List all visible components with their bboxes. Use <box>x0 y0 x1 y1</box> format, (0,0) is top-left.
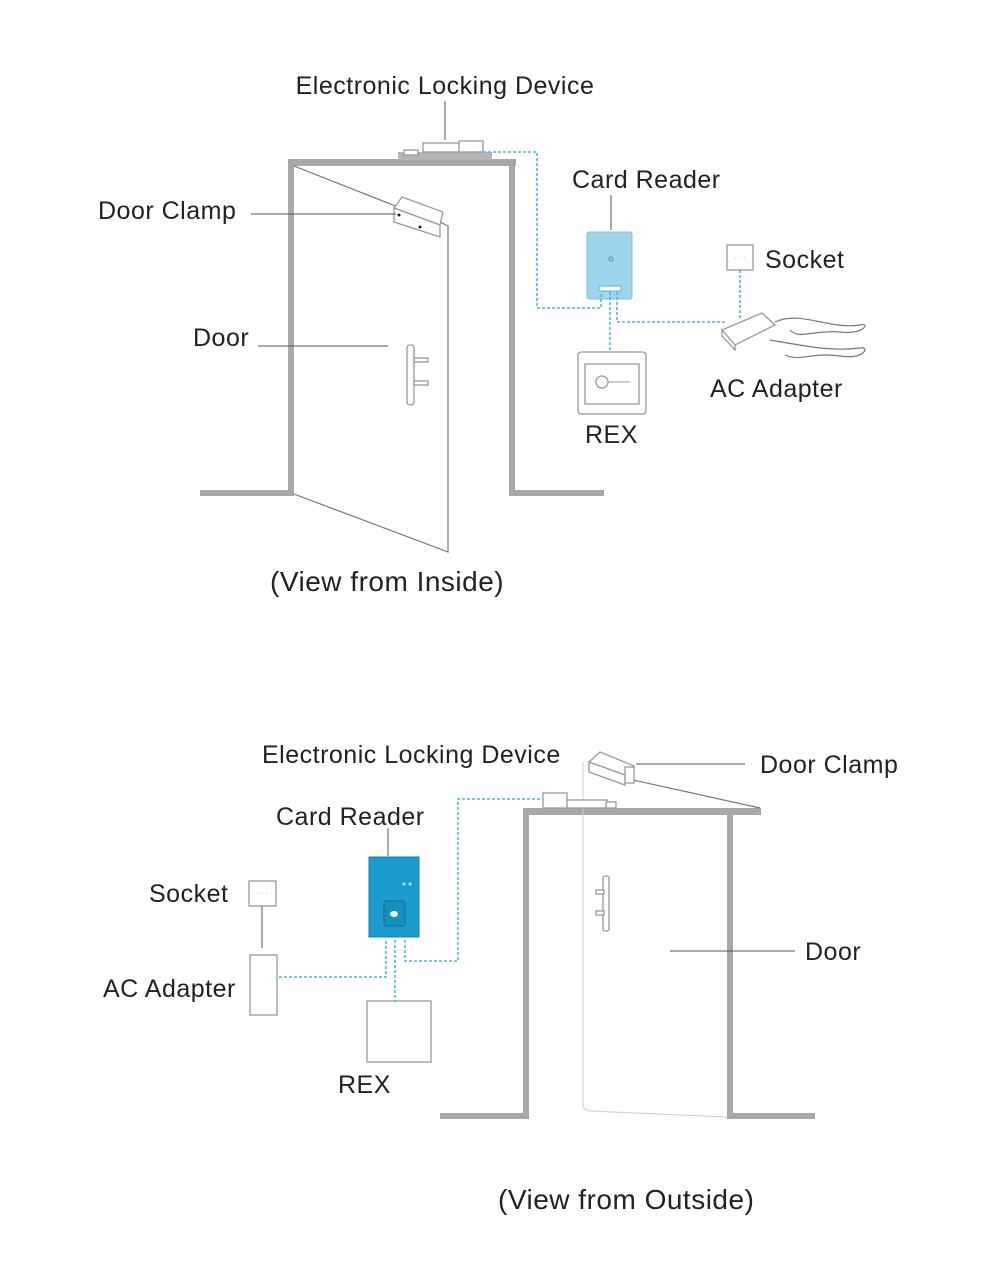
socket-inside: · · · <box>726 244 754 271</box>
label-card-reader: Card Reader <box>572 166 721 194</box>
label-electronic-locking-device-outside: Electronic Locking Device <box>262 741 561 769</box>
door-handle <box>406 344 429 406</box>
label-electronic-locking-device: Electronic Locking Device <box>296 72 595 100</box>
label-rex: REX <box>585 421 638 449</box>
card-reader-inside <box>586 231 633 300</box>
wiring-inside <box>483 151 741 352</box>
label-door-clamp: Door Clamp <box>98 197 236 225</box>
socket-outside: · · · <box>248 880 277 907</box>
svg-text:· · ·: · · · <box>257 890 268 897</box>
inside-view: · · · Electronic Locking Device <box>98 72 866 597</box>
label-door: Door <box>193 324 249 352</box>
door-frame <box>200 159 604 496</box>
label-rex-outside: REX <box>338 1071 391 1099</box>
label-door-outside: Door <box>805 938 861 966</box>
outside-view: · · · Electronic Locking Device Door Cla… <box>103 741 898 1215</box>
ac-adapter-inside <box>720 312 866 359</box>
door-frame-outside <box>440 808 815 1119</box>
rex-button-outside <box>366 1000 432 1063</box>
label-door-clamp-outside: Door Clamp <box>760 751 898 779</box>
rex-button-inside <box>577 351 647 415</box>
door-handle-outside <box>595 875 610 932</box>
caption-outside: (View from Outside) <box>498 1184 754 1215</box>
svg-text:· · ·: · · · <box>735 255 746 262</box>
label-socket-outside: Socket <box>149 880 228 908</box>
door-outside <box>582 762 761 1118</box>
electronic-locking-device <box>398 140 492 160</box>
label-card-reader-outside: Card Reader <box>276 803 425 831</box>
door <box>293 165 449 553</box>
label-ac-adapter-outside: AC Adapter <box>103 975 236 1003</box>
caption-inside: (View from Inside) <box>270 566 504 597</box>
label-socket: Socket <box>765 246 844 274</box>
wiring-outside <box>279 798 543 1002</box>
door-clamp-outside <box>587 751 636 786</box>
card-reader-outside <box>368 856 420 938</box>
electronic-locking-device-outside <box>542 792 617 809</box>
label-ac-adapter: AC Adapter <box>710 375 843 403</box>
ac-adapter-outside <box>249 954 278 1016</box>
door-clamp <box>392 196 444 238</box>
